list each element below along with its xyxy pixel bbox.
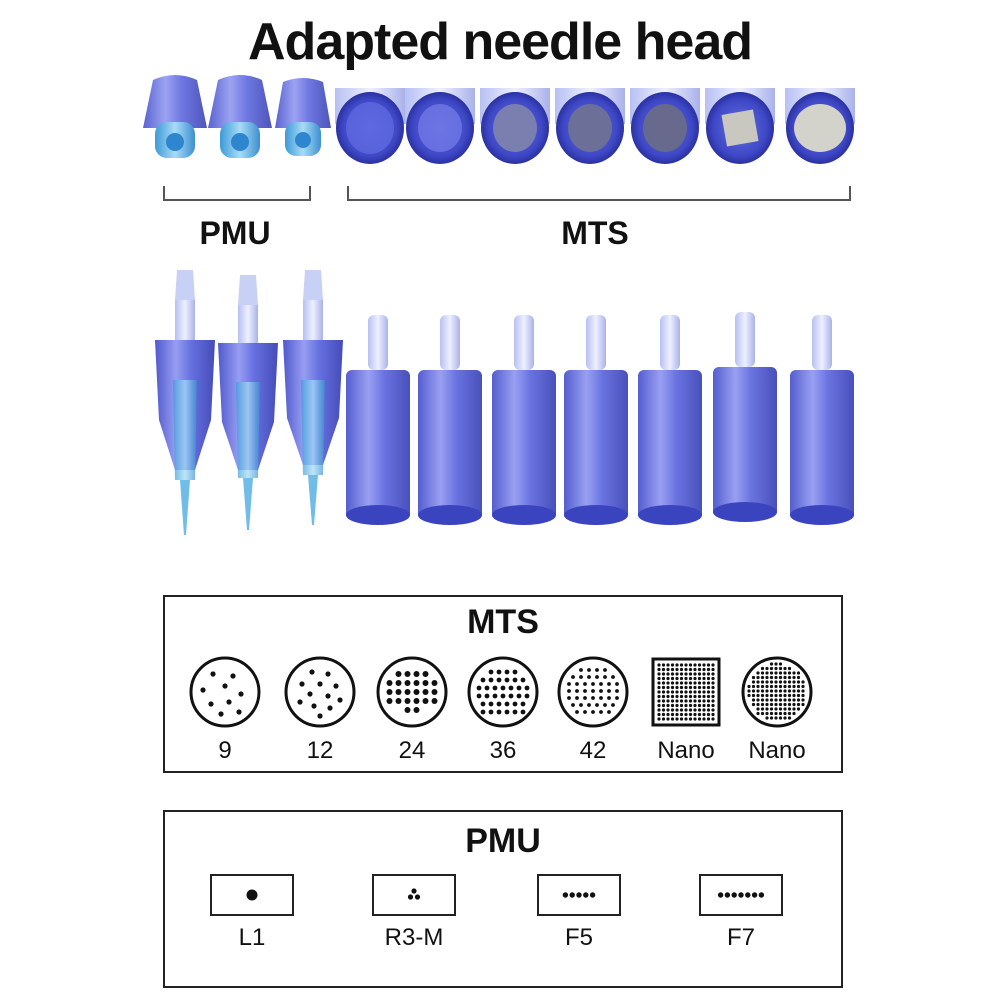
- pmu-label-4: F7: [726, 924, 755, 951]
- pmu-label-2: R3-M: [384, 924, 444, 951]
- pmu-panel: PMU L1 R3-M F5 F7: [163, 810, 843, 988]
- pmu-label-1: L1: [238, 924, 266, 951]
- pmu-pattern-2: [372, 874, 456, 916]
- pmu-pattern-1: [210, 874, 294, 916]
- mts-pattern-7: [741, 656, 813, 728]
- page-title: Adapted needle head: [248, 13, 753, 71]
- pmu-label-3: F5: [564, 924, 593, 951]
- mts-pattern-4: [467, 656, 539, 728]
- group-label-pmu: PMU: [199, 215, 271, 251]
- mts-label-2: 12: [306, 737, 334, 764]
- mts-label-1: 9: [218, 737, 232, 764]
- side-pmu-cartridges: [155, 270, 343, 535]
- side-mts-cartridges: [346, 312, 854, 525]
- mts-pattern-diagrams: [189, 656, 813, 728]
- mts-pattern-1: [189, 656, 261, 728]
- group-brackets: [163, 186, 851, 201]
- mts-pattern-5: [557, 656, 629, 728]
- mts-label-7: Nano: [748, 737, 806, 764]
- mts-pattern-3: [376, 656, 448, 728]
- pmu-pattern-4: [699, 874, 783, 916]
- top-pmu-heads: [143, 75, 331, 158]
- mts-label-4: 36: [489, 737, 517, 764]
- mts-label-6: Nano: [657, 737, 715, 764]
- top-mts-heads: [335, 88, 855, 164]
- group-label-mts: MTS: [561, 215, 629, 251]
- pmu-panel-title: PMU: [465, 822, 541, 860]
- mts-panel: MTS 9 12 24 36 42 Nano Nano: [163, 595, 843, 773]
- mts-pattern-6: [651, 657, 721, 727]
- mts-panel-title: MTS: [467, 603, 539, 641]
- product-photo: [143, 75, 855, 535]
- mts-pattern-2: [284, 656, 356, 728]
- pmu-pattern-3: [537, 874, 621, 916]
- mts-label-3: 24: [398, 737, 426, 764]
- mts-label-5: 42: [579, 737, 607, 764]
